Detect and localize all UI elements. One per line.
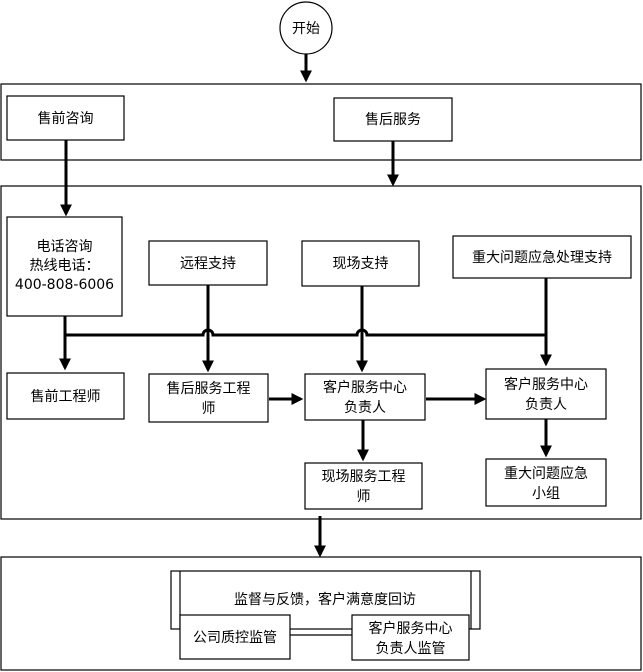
major-issue-support-box: 重大问题应急处理支持 [452, 235, 632, 279]
remote-support-box: 远程支持 [148, 240, 268, 286]
major-issue-team-box: 重大问题应急 小组 [485, 458, 607, 507]
cs-center-head-1-line-2: 负责人 [344, 400, 386, 416]
aftersales-service-box: 售后服务 [333, 97, 453, 142]
major-issue-support-label: 重大问题应急处理支持 [472, 249, 612, 266]
aftersales-engineer-box: 售后服务工程 师 [148, 373, 269, 423]
onsite-engineer-line-1: 现场服务工程 [322, 469, 406, 485]
cs-center-head-box-1: 客户服务中心 负责人 [304, 373, 426, 421]
cs-center-head-2-line-2: 负责人 [525, 397, 567, 413]
aftersales-engineer-line-2: 师 [202, 401, 216, 417]
cs-head-supervision-box: 客户服务中心 负责人监管 [351, 614, 470, 661]
cs-center-head-1-line-1: 客户服务中心 [323, 379, 407, 396]
cs-head-supervision-line-1: 客户服务中心 [369, 620, 453, 637]
aftersales-engineer-line-1: 售后服务工程 [167, 381, 251, 397]
presales-engineer-label: 售前工程师 [31, 388, 101, 405]
cs-center-head-box-2: 客户服务中心 负责人 [485, 368, 607, 420]
major-issue-team-line-2: 小组 [532, 486, 560, 502]
phone-consult-line-3: 400-808-6006 [15, 277, 114, 293]
start-label: 开始 [292, 21, 320, 37]
phone-consult-line-1: 电话咨询 [37, 239, 93, 255]
onsite-support-label: 现场支持 [333, 256, 389, 272]
aftersales-service-label: 售后服务 [365, 112, 421, 128]
onsite-engineer-line-2: 师 [357, 489, 371, 505]
major-issue-team-line-1: 重大问题应急 [504, 465, 588, 482]
cs-center-head-2-line-1: 客户服务中心 [504, 376, 588, 393]
cs-head-supervision-line-2: 负责人监管 [376, 641, 446, 657]
presales-consult-label: 售前咨询 [38, 110, 94, 127]
onsite-engineer-box: 现场服务工程 师 [304, 462, 423, 510]
presales-engineer-box: 售前工程师 [6, 372, 125, 420]
start-node: 开始 [279, 1, 333, 55]
phone-consult-line-2: 热线电话： [30, 258, 100, 274]
distribution-bus [64, 328, 546, 337]
company-qc-label: 公司质控监管 [193, 630, 277, 646]
phone-consult-box: 电话咨询 热线电话： 400-808-6006 [6, 216, 123, 317]
presales-consult-box: 售前咨询 [6, 95, 125, 141]
remote-support-label: 远程支持 [180, 256, 236, 272]
section-consult-frame [0, 83, 642, 161]
company-qc-box: 公司质控监管 [179, 614, 291, 660]
onsite-support-box: 现场支持 [301, 240, 420, 287]
supervision-feedback-label: 监督与反馈，客户满意度回访 [234, 591, 416, 608]
